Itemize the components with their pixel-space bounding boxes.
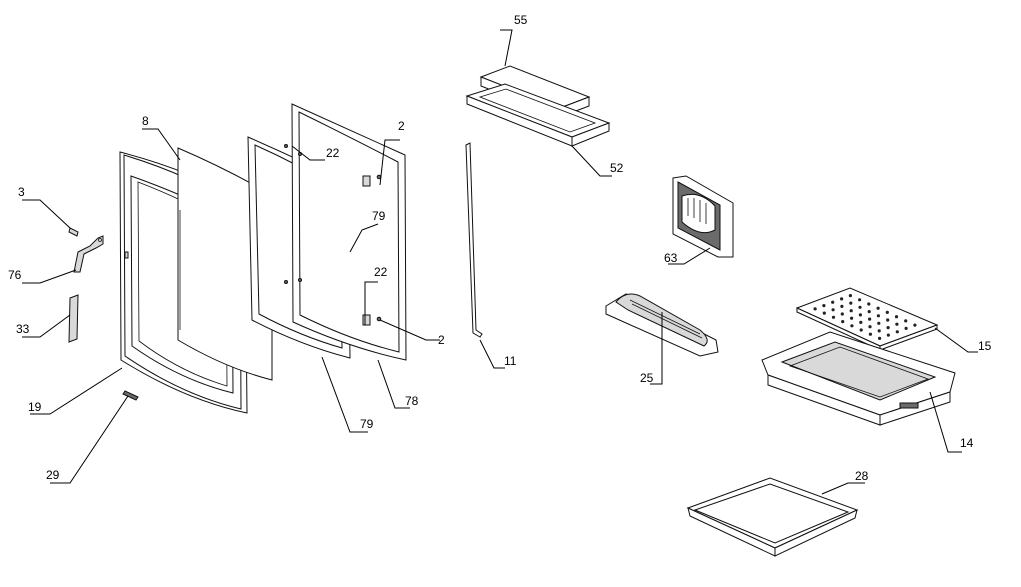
grate-hole — [867, 310, 871, 314]
callout-33: 33 — [16, 322, 30, 336]
callout-15: 15 — [978, 339, 992, 353]
callout-22b: 22 — [374, 265, 388, 279]
grate-hole — [894, 315, 899, 319]
callout-79b: 79 — [360, 417, 374, 431]
part-76-latch — [73, 235, 104, 273]
grate-hole — [904, 326, 908, 330]
grate-hole — [848, 294, 853, 298]
grate-hole — [831, 308, 835, 312]
grate-hole — [868, 332, 873, 336]
callout-29: 29 — [46, 468, 60, 482]
callout-78: 78 — [405, 394, 419, 408]
grate-hole — [822, 311, 826, 315]
grate-hole — [867, 302, 871, 306]
grate-hole — [822, 304, 826, 308]
grate-hole — [904, 319, 908, 323]
part-28-ash-pan — [686, 477, 859, 557]
grate-hole — [885, 310, 889, 314]
part-29-strip — [122, 390, 139, 401]
grate-hole — [876, 314, 881, 318]
callout-2a: 2 — [398, 119, 405, 133]
grate-hole — [858, 305, 862, 309]
grate-hole — [876, 306, 880, 310]
leader-lines — [22, 29, 978, 495]
grate-hole — [841, 320, 845, 324]
callout-8: 8 — [142, 114, 149, 128]
callout-63: 63 — [664, 251, 678, 265]
part-78-rear-panel — [284, 103, 407, 361]
grate-hole — [878, 336, 882, 340]
callout-labels: 3 76 33 19 29 8 22 79 79 2 22 2 78 11 55… — [8, 13, 992, 483]
grate-hole — [859, 328, 863, 332]
grate-hole — [895, 330, 899, 334]
grate-hole — [868, 325, 872, 329]
part-3-pin — [68, 227, 79, 237]
callout-2b: 2 — [438, 333, 445, 347]
part-33-plate — [68, 294, 79, 343]
part-52-baffle-tray — [465, 83, 611, 147]
grate-hole — [840, 304, 844, 308]
grate-hole — [813, 307, 817, 311]
callout-3: 3 — [18, 185, 25, 199]
callout-55: 55 — [514, 13, 528, 27]
callout-11: 11 — [504, 354, 517, 368]
grate-hole — [831, 315, 836, 319]
callout-52: 52 — [610, 161, 624, 175]
grate-hole — [877, 321, 881, 325]
grate-hole — [849, 309, 853, 313]
grate-hole — [859, 320, 863, 324]
grate-hole — [886, 318, 890, 322]
part-63-grille — [672, 175, 734, 258]
grate-hole — [831, 300, 835, 304]
part-8-glass — [177, 147, 273, 381]
grate-hole — [886, 326, 890, 330]
grate-hole — [886, 333, 891, 337]
part-14-ashpan-frame — [761, 331, 956, 426]
grate-hole — [850, 324, 854, 328]
grate-hole — [849, 301, 853, 305]
grate-hole — [913, 323, 917, 327]
grate-hole — [850, 316, 854, 320]
grate-hole — [895, 322, 899, 326]
grate-hole — [840, 312, 844, 316]
grate-hole — [868, 317, 872, 321]
part-15-grate — [795, 287, 939, 351]
callout-76: 76 — [8, 268, 22, 282]
callout-25: 25 — [640, 371, 654, 385]
grate-hole — [858, 298, 862, 302]
grate-hole — [877, 329, 881, 333]
callout-28: 28 — [855, 469, 869, 483]
callout-19: 19 — [28, 400, 42, 414]
callout-79a: 79 — [372, 209, 386, 223]
callout-14: 14 — [960, 436, 974, 450]
callout-22a: 22 — [326, 146, 340, 160]
part-11-rod — [465, 142, 483, 338]
grate-hole — [840, 297, 844, 301]
grate-hole — [858, 313, 863, 317]
